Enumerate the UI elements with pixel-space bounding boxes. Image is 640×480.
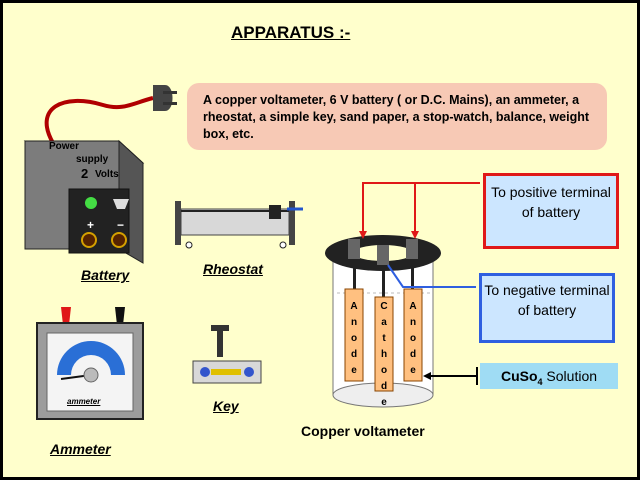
power-label: Power xyxy=(49,141,80,152)
ammeter-label: Ammeter xyxy=(50,441,111,457)
positive-line xyxy=(413,182,480,233)
plus-sign: + xyxy=(87,218,95,232)
voltage-value: 2 xyxy=(81,166,89,181)
power-cord xyxy=(44,96,154,144)
positive-terminal-callout: To positive terminal of battery xyxy=(483,173,619,249)
apparatus-drawing xyxy=(23,85,480,420)
minus-sign: − xyxy=(117,218,125,232)
page-title: APPARATUS :- xyxy=(231,23,351,42)
positive-line-2 xyxy=(362,182,415,231)
battery-label: Battery xyxy=(81,267,130,283)
rheostat-label: Rheostat xyxy=(203,261,263,277)
solution-callout: CuSo4 Solution xyxy=(480,363,618,389)
ammeter-drawing xyxy=(36,307,144,420)
negative-line xyxy=(387,264,476,288)
apparatus-description: A copper voltameter, 6 V battery ( or D.… xyxy=(187,83,607,150)
key-drawing xyxy=(192,325,262,384)
supply-label: supply xyxy=(76,154,109,165)
ammeter-face-label: ammeter xyxy=(67,397,101,406)
battery-box xyxy=(23,139,145,264)
key-label: Key xyxy=(213,398,239,414)
voltage-unit: Volts xyxy=(95,169,119,180)
negative-terminal-callout: To negative terminal of battery xyxy=(479,273,615,343)
voltameter-drawing xyxy=(325,235,441,408)
voltameter-label: Copper voltameter xyxy=(301,423,425,439)
plug-icon xyxy=(153,85,177,111)
rheostat-drawing xyxy=(175,201,303,249)
